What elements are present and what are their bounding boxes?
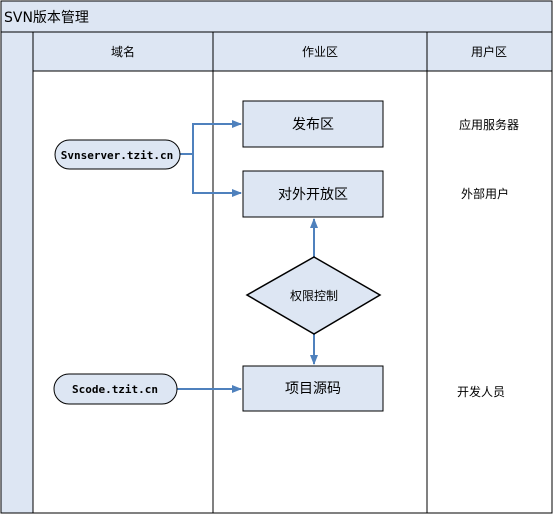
user-app-server: 应用服务器 bbox=[459, 117, 519, 132]
node-external bbox=[242, 170, 384, 218]
user-developers: 开发人员 bbox=[457, 384, 505, 399]
node-permission-label: 权限控制 bbox=[290, 289, 338, 303]
node-scode bbox=[53, 373, 178, 405]
title-bar bbox=[0, 0, 553, 33]
node-external-label: 对外开放区 bbox=[278, 187, 348, 203]
node-svnserver-label: Svnserver.tzit.cn bbox=[61, 149, 174, 162]
pool-side-stripe bbox=[0, 31, 34, 514]
lane-label-user: 用户区 bbox=[471, 44, 507, 59]
node-svnserver bbox=[54, 139, 181, 170]
user-external-users: 外部用户 bbox=[461, 186, 509, 201]
node-source-label: 项目源码 bbox=[285, 381, 341, 397]
node-publish bbox=[242, 100, 384, 148]
lane-header-work bbox=[212, 31, 428, 72]
node-permission bbox=[245, 256, 382, 335]
node-source bbox=[242, 365, 384, 412]
lane-header-user bbox=[426, 31, 553, 72]
node-publish-label: 发布区 bbox=[292, 117, 334, 133]
connector-svnserver-to-external bbox=[180, 153, 242, 197]
diagram-title: SVN版本管理 bbox=[4, 10, 89, 26]
node-scode-label: Scode.tzit.cn bbox=[72, 383, 158, 396]
lane-header-domain bbox=[32, 31, 214, 72]
lane-label-domain: 域名 bbox=[111, 44, 135, 59]
lane-label-work: 作业区 bbox=[302, 45, 338, 59]
